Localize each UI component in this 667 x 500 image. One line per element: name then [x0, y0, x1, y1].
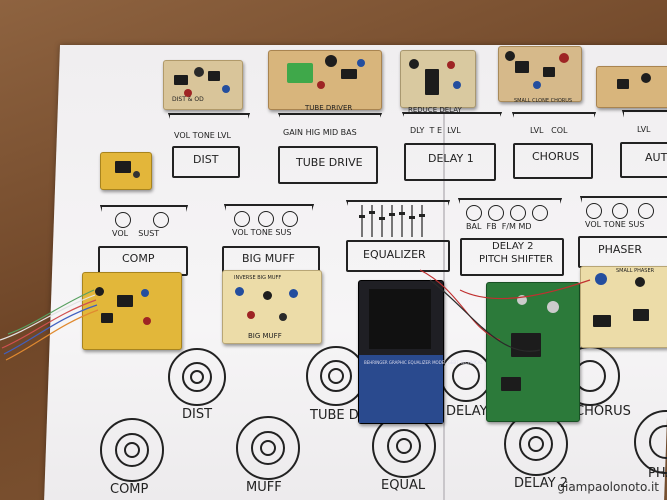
bigmuff-knob-sus — [282, 211, 298, 227]
delay2-knob-bal — [466, 205, 482, 221]
jack-comp-dot — [124, 442, 140, 458]
delay2-knob-md — [532, 205, 548, 221]
comp-circuit-board — [82, 272, 182, 350]
tube-drive-box — [278, 146, 378, 184]
equalizer-circuit-board — [358, 280, 444, 424]
delay2-box — [460, 238, 564, 276]
phaser-label: PHASER — [598, 243, 643, 256]
bigmuff-top-board-label: INVERSE BIG MUFF — [234, 275, 282, 281]
delay2-circuit-board — [486, 282, 580, 422]
tube-drive-knob-labels: GAIN HIG MID BAS — [283, 128, 357, 137]
jack-dist-inner — [182, 362, 212, 392]
small-circuit-board — [100, 152, 152, 190]
chorus-board-label: SMALL CLONE CHORUS — [514, 98, 573, 104]
jack-equal-dot — [396, 438, 412, 454]
delay2-knob-labels: BAL FB F/M MD — [466, 222, 532, 231]
auto-label: AUTO — [645, 151, 667, 164]
bigmuff-knob-vol — [234, 211, 250, 227]
dist-knob-labels: VOL TONE LVL — [174, 131, 231, 140]
tube-driver-circuit-board — [268, 50, 382, 110]
jack-delay2-inner — [519, 427, 553, 461]
auto-knob-label: LVL — [637, 125, 651, 134]
jack-dist-label: DIST — [182, 407, 213, 422]
tube-board-label: TUBE DRIVER — [305, 104, 353, 112]
chorus-label: CHORUS — [532, 150, 580, 163]
jack-tubed-dot — [328, 368, 344, 384]
jack-delay2-dot — [528, 436, 544, 452]
comp-label: COMP — [122, 252, 155, 265]
jack-delay1-inner — [452, 362, 480, 390]
tube-drive-label: TUBE DRIVE — [296, 156, 363, 169]
chorus-box — [513, 143, 593, 179]
comp-knob-vol — [115, 212, 131, 228]
chorus-circuit-board — [498, 46, 582, 102]
jack-chorus-label: CHORUS — [575, 404, 631, 419]
equalizer-label: EQUALIZER — [363, 248, 426, 261]
phaser-circuit-board — [580, 266, 667, 348]
delay-board-label: REDUCE DELAY — [408, 106, 462, 114]
auto-box — [620, 142, 667, 178]
delay-circuit-board — [400, 50, 476, 108]
comp-knob-sust — [153, 212, 169, 228]
jack-comp-label: COMP — [110, 482, 149, 497]
equalizer-sliders-icon — [359, 205, 425, 237]
jack-dist-outer — [168, 348, 226, 406]
delay2-sub-label: PITCH SHIFTER — [479, 254, 553, 265]
equalizer-box — [346, 240, 450, 272]
bigmuff-board-label: BIG MUFF — [248, 332, 282, 340]
jack-equal-inner — [387, 429, 421, 463]
phaser-knob-tone — [612, 203, 628, 219]
phaser-knob-labels: VOL TONE SUS — [585, 220, 645, 229]
bigmuff-knob-tone — [258, 211, 274, 227]
delay2-knob-fm — [510, 205, 526, 221]
jack-equal-label: EQUAL — [381, 478, 426, 493]
dist-circuit-board — [163, 60, 243, 110]
jack-dist-dot — [190, 370, 204, 384]
jack-comp-outer — [100, 418, 164, 482]
equalizer-board-label: BEHRINGER GRAPHIC EQUALIZER MODEL GEB7 T… — [364, 360, 483, 365]
jack-tubed-label: TUBE D — [310, 408, 359, 423]
jack-tubed-inner — [320, 360, 352, 392]
comp-knob-labels: VOL SUST — [112, 229, 160, 238]
phaser-board-label: SMALL PHASER — [616, 268, 655, 274]
delay1-knob-labels: DLY T E LVL — [410, 126, 461, 135]
wires — [0, 269, 591, 361]
watermark: giampaolonoto.it — [557, 480, 659, 494]
delay2-label: DELAY 2 — [492, 241, 534, 252]
jack-comp-inner — [115, 433, 149, 467]
delay1-box — [404, 143, 496, 181]
dist-box — [172, 146, 240, 178]
bigmuff-label: BIG MUFF — [242, 252, 296, 265]
jack-muff-outer — [236, 416, 300, 480]
bigmuff-circuit-board — [222, 270, 322, 344]
paper-seam — [443, 60, 445, 500]
chorus-knob-labels: LVL COL — [530, 126, 568, 135]
auto-circuit-board — [596, 66, 667, 108]
jack-muff-label: MUFF — [246, 480, 282, 495]
jack-pha-label: PHA — [648, 466, 667, 481]
comp-panel — [100, 205, 188, 251]
bigmuff-knob-labels: VOL TONE SUS — [232, 228, 292, 237]
delay2-knob-fb — [488, 205, 504, 221]
jack-delay2-label: DELAY 2 — [514, 476, 568, 491]
phaser-knob-vol — [586, 203, 602, 219]
delay1-label: DELAY 1 — [428, 152, 474, 165]
phaser-knob-sus — [638, 203, 654, 219]
jack-muff-dot — [260, 440, 276, 456]
jack-muff-inner — [251, 431, 285, 465]
dist-label: DIST — [193, 153, 219, 166]
dist-board-label: DIST & OD — [172, 96, 204, 103]
